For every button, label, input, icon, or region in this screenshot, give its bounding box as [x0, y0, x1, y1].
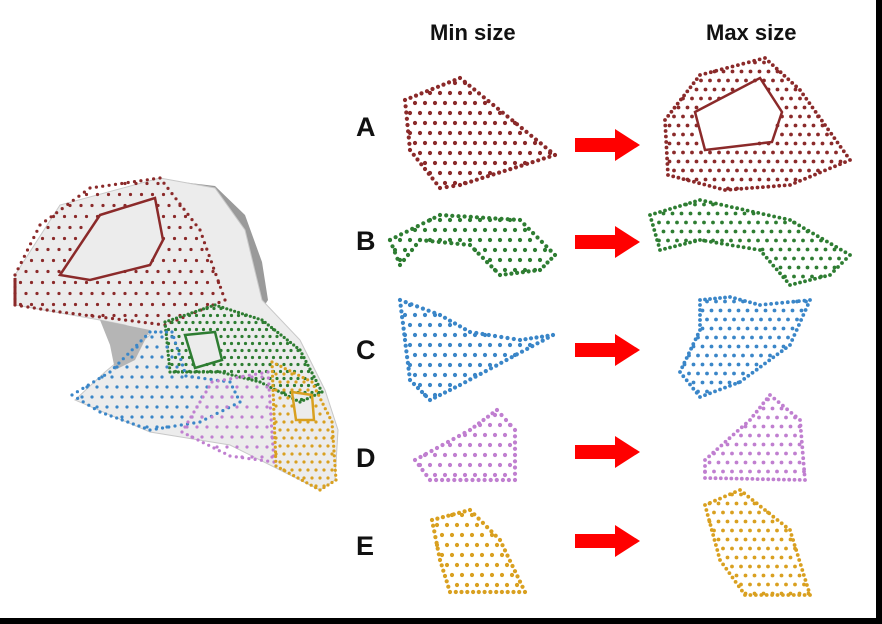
min-size-header: Min size: [430, 20, 516, 45]
arrow-icon-a: [575, 129, 640, 161]
max-size-header: Max size: [706, 20, 797, 45]
row-label-e: E: [356, 531, 375, 561]
arrow-icon-c: [575, 334, 640, 366]
max-shape-a: [663, 56, 852, 192]
arrow-icon-e: [575, 525, 640, 557]
skull-model: [14, 177, 339, 491]
arrow-icon-d: [575, 436, 640, 468]
skull-region-a: [13, 176, 227, 327]
frame-border-right: [876, 0, 882, 624]
min-shape-a: [402, 75, 558, 191]
row-label-d: D: [356, 443, 376, 473]
max-shape-c: [678, 295, 812, 399]
max-shape-e: [703, 488, 812, 597]
row-label-c: C: [356, 335, 376, 365]
row-label-a: A: [356, 112, 376, 142]
min-shape-e: [429, 507, 528, 595]
row-label-b: B: [356, 226, 376, 256]
max-shape-b: [648, 198, 852, 287]
arrow-icon-b: [575, 226, 640, 258]
min-shape-d: [412, 407, 518, 483]
skull-region-e: [270, 360, 338, 492]
max-shape-d: [703, 393, 807, 482]
skull-region-d: [180, 370, 276, 464]
min-shape-b: [387, 212, 558, 278]
min-shape-c: [397, 297, 556, 403]
frame-border-bottom: [0, 618, 882, 624]
skull-shadow: [100, 320, 150, 370]
